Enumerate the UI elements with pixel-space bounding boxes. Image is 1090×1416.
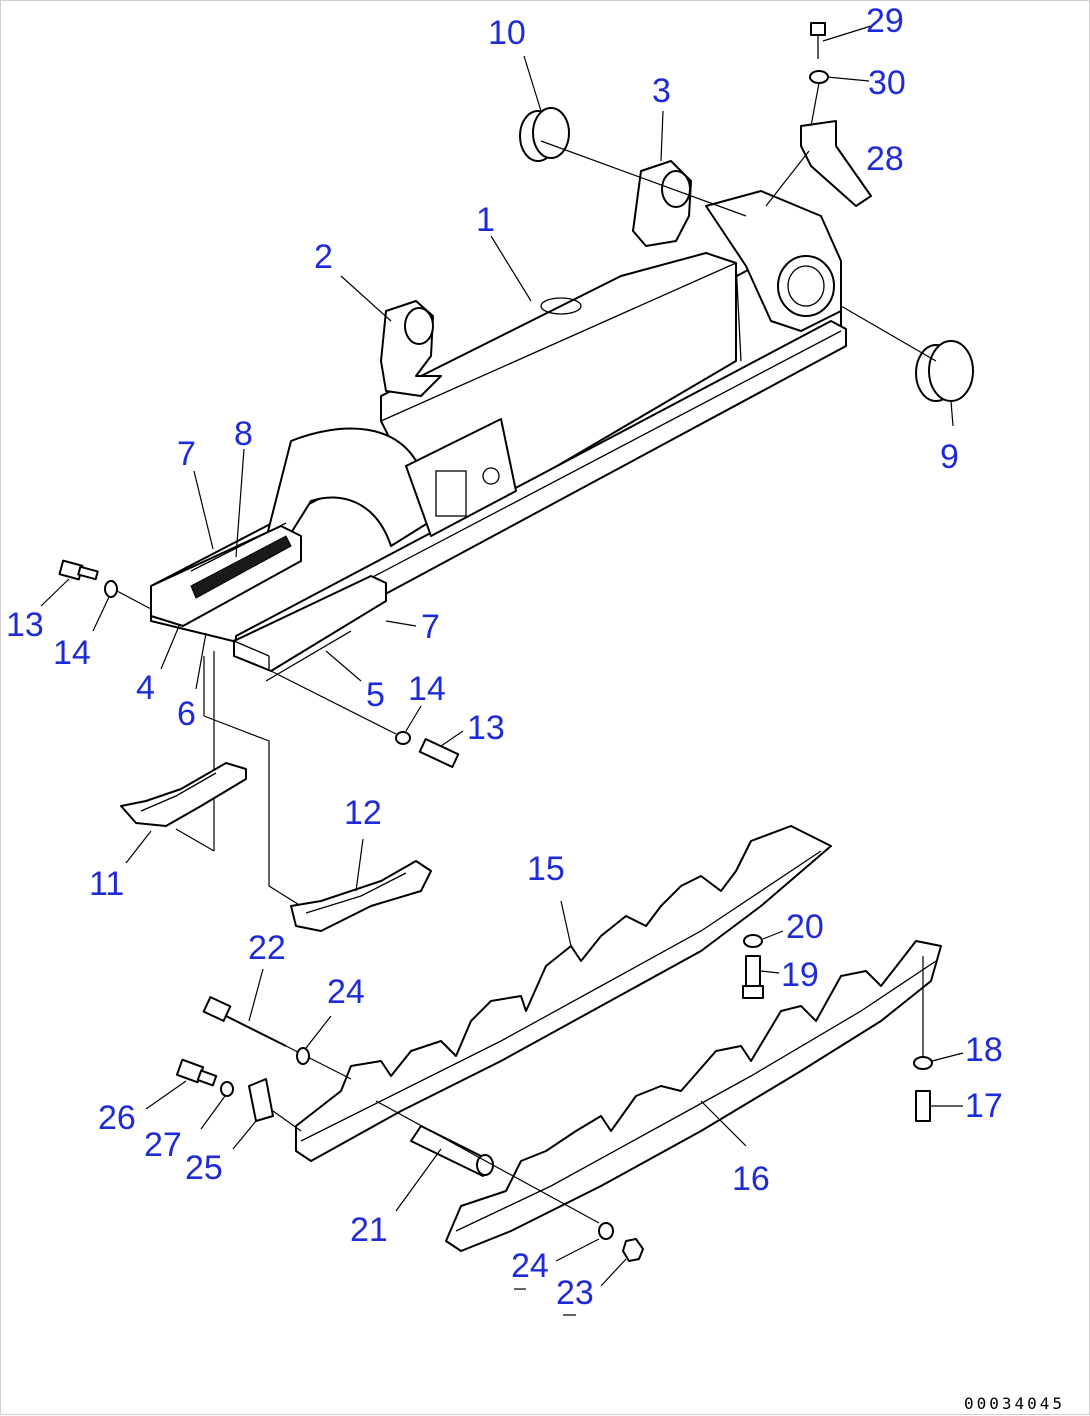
- part-10-cap: [519, 107, 747, 217]
- callout-26: 26: [98, 1099, 136, 1137]
- callout-14-left: 14: [53, 634, 91, 672]
- part-27-washer: [200, 1081, 234, 1130]
- callout-22: 22: [248, 929, 286, 967]
- callout-4: 4: [136, 669, 155, 707]
- callout-24-lower: 24: [511, 1247, 549, 1285]
- callout-9: 9: [940, 438, 959, 476]
- callout-2: 2: [314, 238, 333, 276]
- callout-20: 20: [786, 908, 824, 946]
- callout-5: 5: [366, 676, 385, 714]
- callout-17: 17: [965, 1087, 1003, 1125]
- part-4-6-leaders: [160, 625, 302, 907]
- callout-14-right: 14: [408, 670, 446, 708]
- callout-8: 8: [234, 415, 253, 453]
- callout-21: 21: [350, 1211, 388, 1249]
- part-16-rail: [445, 940, 942, 1252]
- callout-29: 29: [866, 2, 904, 40]
- part-26-bolt: [145, 1058, 218, 1110]
- part-11-guard: [120, 762, 247, 864]
- callout-labels: 1 2 3 4 5 6 7 7 8 9 10 11 12 13 13 14 14…: [6, 2, 1003, 1316]
- callout-30: 30: [868, 64, 906, 102]
- part-20-washer: [743, 930, 784, 948]
- part-17-bolt: [915, 1090, 963, 1122]
- callout-7-front: 7: [421, 608, 440, 646]
- part-13-bolt-right: [418, 730, 464, 768]
- part-22-bolt: [202, 968, 352, 1080]
- callout-25: 25: [185, 1149, 223, 1187]
- callout-13-left: 13: [6, 606, 44, 644]
- part-24-washer-upper: [296, 1015, 332, 1065]
- part-18-washer: [913, 956, 964, 1070]
- drawing-number: 00034045: [964, 1394, 1065, 1413]
- callout-6: 6: [177, 695, 196, 733]
- callout-3: 3: [652, 72, 671, 110]
- part-13-bolt-left: [40, 559, 99, 607]
- callout-27: 27: [144, 1126, 182, 1164]
- part-14-washer-left: [92, 580, 152, 632]
- track-frame: [150, 190, 847, 682]
- callout-24-upper: 24: [327, 973, 365, 1011]
- part-12-guard: [290, 838, 432, 932]
- frame-leader-lines: [193, 55, 954, 682]
- callout-10: 10: [488, 14, 526, 52]
- part-21-pin: [375, 1100, 600, 1224]
- part-24-washer-lower: [555, 1222, 614, 1262]
- part-23-nut: [600, 1238, 644, 1287]
- part-25-plate: [232, 1078, 302, 1150]
- part-30-washer: [809, 70, 870, 127]
- part-3-bracket: [632, 160, 692, 247]
- callout-1: 1: [476, 201, 495, 239]
- part-14-washer-right: [270, 670, 422, 745]
- callout-15: 15: [527, 850, 565, 888]
- callout-13-right: 13: [467, 709, 505, 747]
- part-28-plate: [765, 120, 872, 207]
- part-15-rail: [295, 825, 832, 1162]
- callout-19: 19: [781, 956, 819, 994]
- part-2-bracket: [380, 300, 442, 397]
- callout-11: 11: [89, 865, 124, 903]
- part-29-bolt: [810, 22, 872, 59]
- callout-18: 18: [965, 1031, 1003, 1069]
- callout-12: 12: [344, 794, 382, 832]
- callout-23: 23: [556, 1274, 594, 1312]
- part-19-bolt: [742, 955, 780, 999]
- callout-28: 28: [866, 140, 904, 178]
- callout-16: 16: [732, 1160, 770, 1198]
- part-9-cap: [840, 305, 974, 402]
- callout-7-rear: 7: [177, 435, 196, 473]
